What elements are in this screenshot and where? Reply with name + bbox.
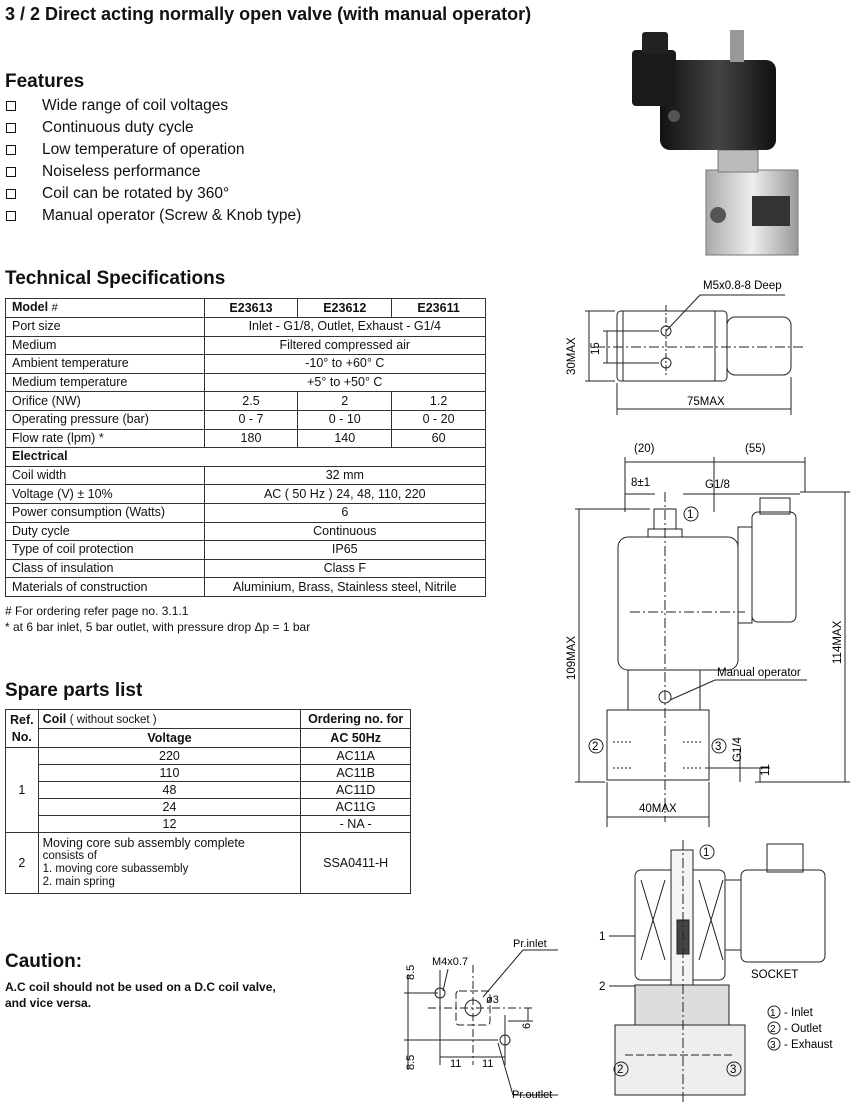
svg-text:(55): (55) (745, 443, 766, 455)
svg-text:1: 1 (687, 509, 693, 521)
table-row: Voltage AC 50Hz (6, 728, 411, 748)
svg-text:8.5: 8.5 (405, 965, 417, 980)
svg-text:1: 1 (770, 1008, 776, 1019)
svg-text:2: 2 (592, 741, 598, 753)
svg-text:2: 2 (599, 981, 605, 993)
list-item: Wide range of coil voltages (6, 95, 301, 117)
checkbox-bullet-icon (6, 189, 16, 199)
table-row: Power consumption (Watts)6 (5, 502, 487, 523)
svg-text:2: 2 (770, 1024, 776, 1035)
section-drawing: 1 1 2 SOCKET 2 3 1 2 3 - Inlet - Outlet … (599, 840, 833, 1105)
svg-text:M4x0.7: M4x0.7 (432, 956, 468, 968)
table-row: 2 Moving core sub assembly complete cons… (5, 832, 411, 894)
svg-text:30MAX: 30MAX (566, 337, 578, 375)
svg-text:75MAX: 75MAX (687, 396, 725, 408)
svg-text:11: 11 (482, 1058, 493, 1070)
list-item: Manual operator (Screw & Knob type) (6, 205, 301, 227)
svg-text:3: 3 (770, 1040, 776, 1051)
table-row: Model # E23613 E23612 E23611 (5, 298, 486, 318)
svg-text:1: 1 (703, 847, 709, 859)
caution-text: A.C coil should not be used on a D.C coi… (5, 980, 276, 1010)
list-item: Coil can be rotated by 360° (6, 183, 301, 205)
ordering-note: # For ordering refer page no. 3.1.1 (5, 604, 189, 618)
spare-parts-heading: Spare parts list (5, 680, 143, 701)
svg-text:114MAX: 114MAX (832, 620, 844, 664)
tech-spec-heading: Technical Specifications (5, 268, 226, 289)
svg-text:- Inlet: - Inlet (784, 1007, 814, 1019)
svg-text:6: 6 (521, 1023, 533, 1029)
svg-text:1: 1 (599, 931, 605, 943)
caution-heading: Caution: (5, 951, 83, 972)
svg-text:ø3: ø3 (486, 994, 499, 1006)
checkbox-bullet-icon (6, 167, 16, 177)
table-row: 12- NA - (6, 815, 411, 833)
list-item: Noiseless performance (6, 161, 301, 183)
svg-text:8±1: 8±1 (631, 477, 650, 489)
checkbox-bullet-icon (6, 123, 16, 133)
checkbox-bullet-icon (6, 211, 16, 221)
checkbox-bullet-icon (6, 145, 16, 155)
svg-text:15: 15 (590, 342, 602, 355)
checkbox-bullet-icon (6, 101, 16, 111)
features-heading: Features (5, 71, 85, 92)
svg-text:3: 3 (730, 1064, 736, 1076)
svg-text:11: 11 (760, 764, 772, 776)
spare-parts-table: Ref.No. Coil ( without socket ) Ordering… (5, 709, 411, 894)
svg-text:2: 2 (617, 1064, 623, 1076)
svg-text:- Outlet: - Outlet (784, 1023, 823, 1035)
svg-text:Pr.outlet: Pr.outlet (512, 1089, 552, 1101)
table-section-row: Electrical (5, 447, 486, 467)
svg-text:(20): (20) (634, 443, 655, 455)
thread-label: M5x0.8-8 Deep (703, 280, 782, 292)
top-view-drawing: M5x0.8-8 Deep 30MAX 15 75MAX (566, 280, 805, 415)
svg-text:G1/4: G1/4 (732, 736, 744, 762)
mounting-drawing: 8.5 M4x0.7 Pr.inlet ø3 6 8.5 11 11 Pr.ou… (404, 938, 558, 1101)
table-row: Ambient temperature-10° to +60° C (5, 354, 487, 374)
svg-text:109MAX: 109MAX (566, 636, 578, 680)
table-row: Voltage (V) ± 10%AC ( 50 Hz ) 24, 48, 11… (5, 484, 487, 504)
table-row: Ref.No. Coil ( without socket ) Ordering… (5, 709, 411, 748)
page-title: 3 / 2 Direct acting normally open valve … (5, 4, 532, 24)
svg-text:8.5: 8.5 (405, 1055, 417, 1070)
valve-photo (632, 30, 799, 256)
svg-text:- Exhaust: - Exhaust (784, 1039, 833, 1051)
table-row: Medium temperature+5° to +50° C (5, 372, 487, 393)
features-list: Wide range of coil voltages Continuous d… (6, 95, 301, 227)
svg-text:40MAX: 40MAX (639, 803, 677, 815)
svg-text:11: 11 (450, 1058, 461, 1070)
svg-text:Manual operator: Manual operator (717, 667, 801, 679)
list-item: Continuous duty cycle (6, 117, 301, 139)
svg-text:Pr.inlet: Pr.inlet (513, 938, 547, 950)
front-view-drawing: (20) (55) 8±1 G1/8 1 109MAX 114MAX Manua… (566, 443, 850, 827)
list-item: Low temperature of operation (6, 139, 301, 161)
svg-text:SOCKET: SOCKET (751, 969, 798, 981)
svg-text:3: 3 (715, 741, 721, 753)
flow-note: * at 6 bar inlet, 5 bar outlet, with pre… (5, 620, 311, 634)
svg-text:G1/8: G1/8 (705, 479, 730, 491)
